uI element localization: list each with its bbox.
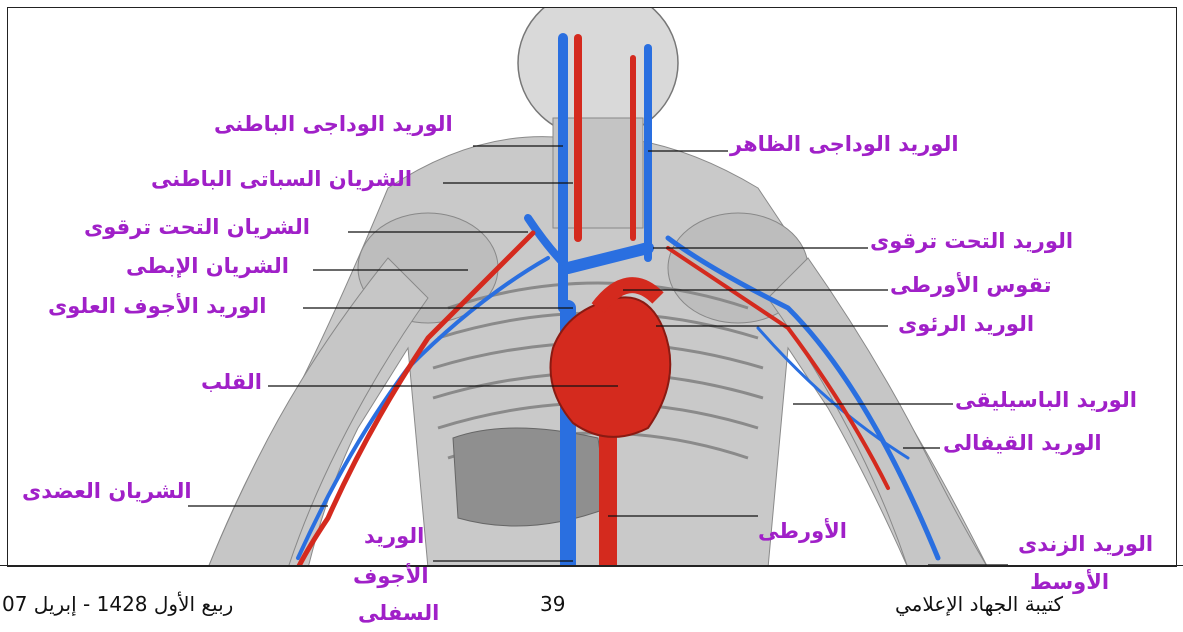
- label-inferior-vena-cava-line3: السفلى: [358, 602, 439, 625]
- label-superior-vena-cava: الوريد الأجوف العلوى: [48, 295, 266, 318]
- footer-date: ربيع الأول 1428 - إبريل 07: [2, 592, 233, 616]
- footer-publisher: كتيبة الجهاد الإعلامي: [895, 592, 1063, 616]
- label-inferior-vena-cava-line1: الوريد: [364, 525, 424, 548]
- label-axillary-artery: الشريان الإبطى: [126, 255, 289, 278]
- label-heart: القلب: [201, 371, 262, 394]
- label-external-jugular-vein: الوريد الوداجى الظاهر: [730, 133, 959, 156]
- footer-page-number: 39: [540, 592, 565, 616]
- label-median-cubital-vein-line2: الأوسط: [1030, 571, 1109, 594]
- label-median-cubital-vein-line1: الوريد الزندى: [1018, 533, 1153, 556]
- label-cephalic-vein: الوريد القيفالى: [943, 432, 1102, 455]
- label-subclavian-vein: الوريد التحت ترقوى: [870, 230, 1073, 253]
- label-pulmonary-vein: الوريد الرئوى: [898, 313, 1034, 336]
- label-subclavian-artery: الشريان التحت ترقوى: [84, 216, 310, 239]
- label-aorta: الأورطى: [758, 520, 847, 543]
- label-inferior-vena-cava-line2: الأجوف: [353, 565, 429, 588]
- label-internal-jugular-vein: الوريد الوداجى الباطنى: [214, 113, 453, 136]
- liver: [453, 428, 608, 526]
- footer-divider: [0, 565, 1183, 566]
- label-internal-carotid-artery: الشريان السباتى الباطنى: [151, 168, 412, 191]
- diagram-frame: الوريد الوداجى الباطنى الوريد الوداجى ال…: [7, 7, 1177, 567]
- label-basilic-vein: الوريد الباسيليقى: [955, 389, 1137, 412]
- label-aortic-arch: تقوس الأورطى: [890, 274, 1051, 297]
- label-brachial-artery: الشريان العضدى: [22, 480, 192, 503]
